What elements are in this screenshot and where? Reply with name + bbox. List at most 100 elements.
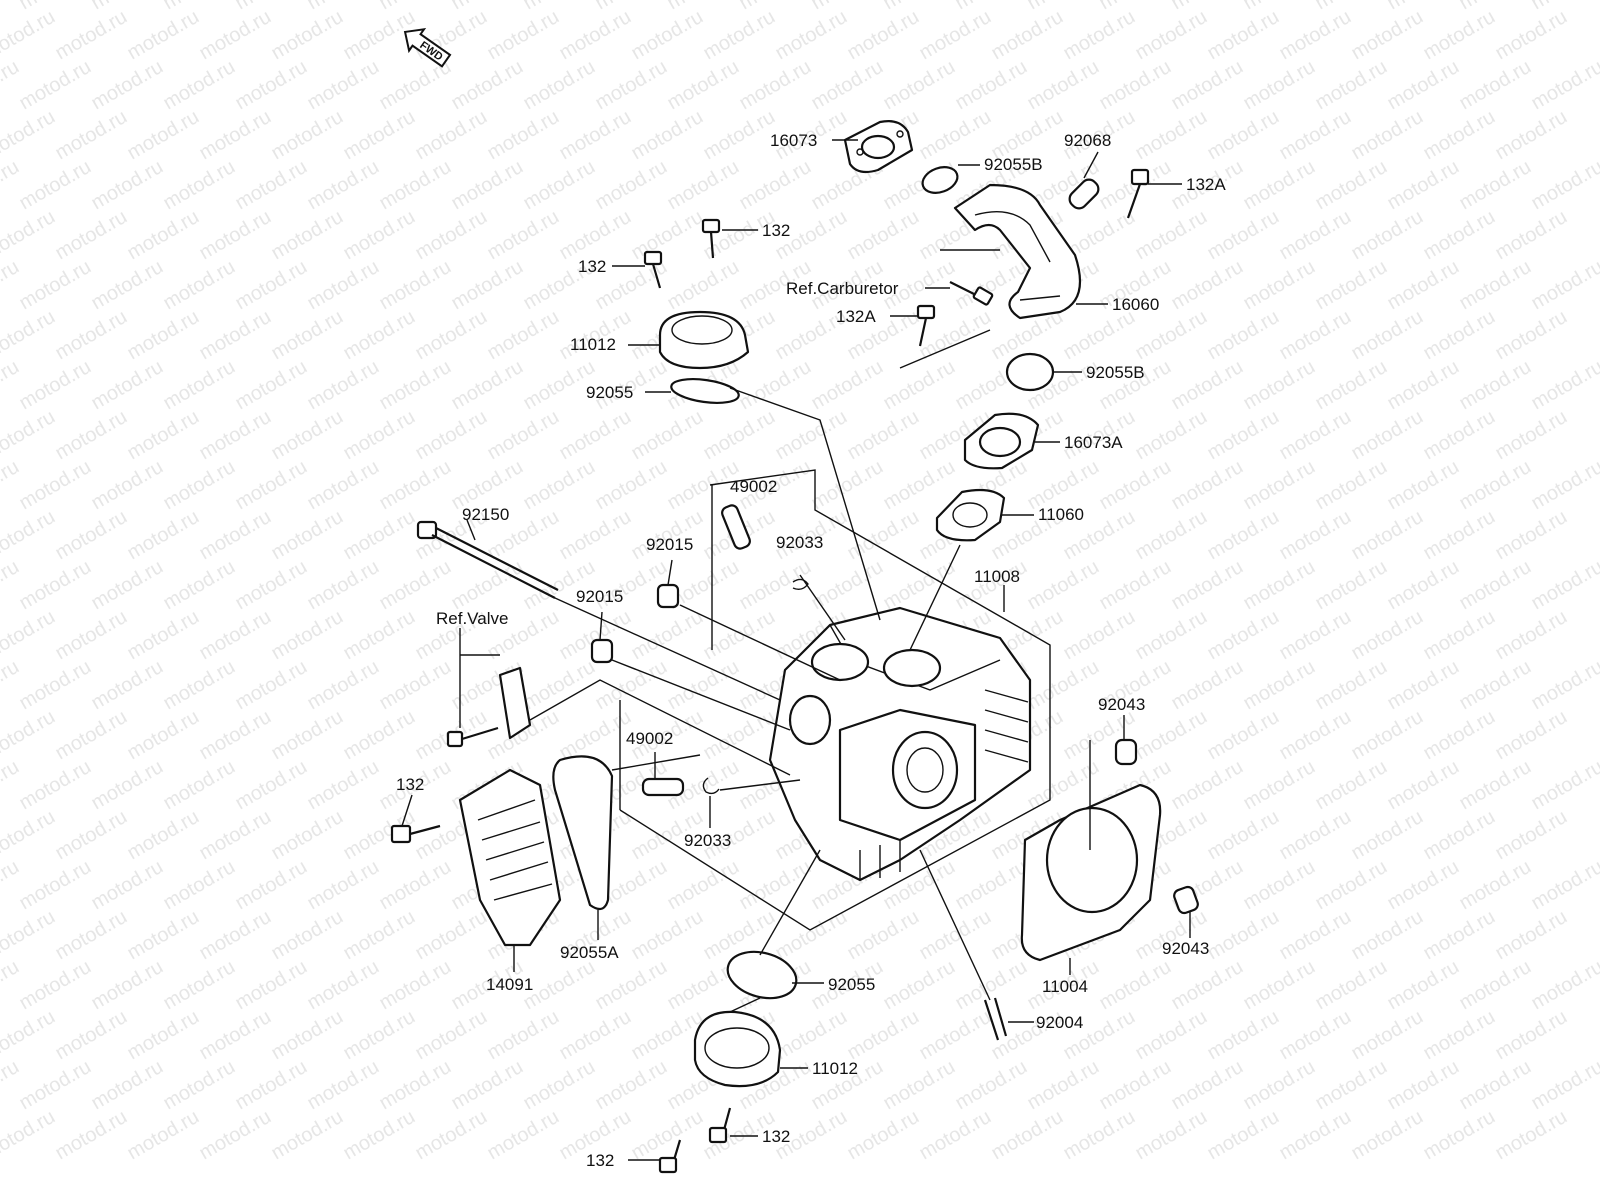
watermark-text: motod.ru — [1060, 606, 1139, 665]
callout-16060: 16060 — [1112, 295, 1159, 314]
watermark-text: motod.ru — [592, 156, 671, 215]
watermark-text: motod.ru — [448, 1056, 527, 1115]
watermark-text: motod.ru — [0, 356, 23, 415]
watermark-text: motod.ru — [1168, 956, 1247, 1015]
watermark-text: motod.ru — [268, 906, 347, 965]
watermark-text: motod.ru — [124, 106, 203, 165]
watermark-text: motod.ru — [1384, 356, 1463, 415]
watermark-text: motod.ru — [0, 856, 23, 915]
watermark-text: motod.ru — [1384, 0, 1463, 14]
watermark-text: motod.ru — [1276, 106, 1355, 165]
callout-11008: 11008 — [974, 567, 1020, 586]
watermark-text: motod.ru — [1456, 56, 1535, 115]
watermark-text: motod.ru — [1276, 606, 1355, 665]
watermark-text: motod.ru — [1240, 856, 1319, 915]
watermark-text: motod.ru — [1204, 906, 1283, 965]
watermark-text: motod.ru — [772, 6, 851, 65]
watermark-text: motod.ru — [628, 406, 707, 465]
watermark-text: motod.ru — [808, 56, 887, 115]
watermark-text: motod.ru — [0, 6, 59, 65]
watermark-text: motod.ru — [1456, 856, 1535, 915]
watermark-text: motod.ru — [1420, 506, 1499, 565]
watermark-text: motod.ru — [268, 206, 347, 265]
watermark-text: motod.ru — [160, 656, 239, 715]
watermark-text: motod.ru — [916, 6, 995, 65]
watermark-text: motod.ru — [1060, 306, 1139, 365]
watermark-text: motod.ru — [1312, 656, 1391, 715]
callout-92043-bottom: 92043 — [1162, 939, 1209, 958]
watermark-text: motod.ru — [52, 706, 131, 765]
watermark-text: motod.ru — [0, 156, 23, 215]
watermark-text: motod.ru — [988, 6, 1067, 65]
watermark-text: motod.ru — [196, 906, 275, 965]
watermark-text: motod.ru — [1312, 956, 1391, 1015]
watermark-text: motod.ru — [0, 556, 23, 615]
cylinder-head-part — [768, 606, 1032, 882]
watermark-text: motod.ru — [88, 156, 167, 215]
watermark-text: motod.ru — [1528, 756, 1600, 815]
watermark-text: motod.ru — [1492, 306, 1571, 365]
watermark-text: motod.ru — [628, 106, 707, 165]
watermark-text: motod.ru — [268, 406, 347, 465]
watermark-text: motod.ru — [1456, 456, 1535, 515]
watermark-text: motod.ru — [448, 156, 527, 215]
watermark-text: motod.ru — [1456, 1056, 1535, 1115]
watermark-text: motod.ru — [196, 106, 275, 165]
watermark-text: motod.ru — [0, 656, 23, 715]
watermark-text: motod.ru — [1204, 406, 1283, 465]
watermark-text: motod.ru — [1492, 806, 1571, 865]
watermark-text: motod.ru — [412, 206, 491, 265]
watermark-text: motod.ru — [592, 56, 671, 115]
watermark-text: motod.ru — [376, 156, 455, 215]
watermark-text: motod.ru — [1420, 806, 1499, 865]
watermark-text: motod.ru — [844, 906, 923, 965]
watermark-text: motod.ru — [88, 956, 167, 1015]
watermark-text: motod.ru — [16, 356, 95, 415]
watermark-text: motod.ru — [844, 506, 923, 565]
watermark-text: motod.ru — [1204, 1006, 1283, 1065]
watermark-text: motod.ru — [52, 406, 131, 465]
watermark-text: motod.ru — [304, 556, 383, 615]
watermark-text: motod.ru — [412, 306, 491, 365]
watermark-text: motod.ru — [232, 356, 311, 415]
watermark-text: motod.ru — [1240, 356, 1319, 415]
watermark-text: motod.ru — [1492, 1006, 1571, 1065]
watermark-text: motod.ru — [1528, 356, 1600, 415]
watermark-text: motod.ru — [1168, 356, 1247, 415]
watermark-text: motod.ru — [808, 456, 887, 515]
watermark-text: motod.ru — [0, 406, 59, 465]
watermark-text: motod.ru — [916, 106, 995, 165]
watermark-text: motod.ru — [1168, 756, 1247, 815]
watermark-text: motod.ru — [1024, 656, 1103, 715]
watermark-text: motod.ru — [124, 6, 203, 65]
watermark-text: motod.ru — [0, 306, 59, 365]
watermark-text: motod.ru — [340, 1106, 419, 1165]
watermark-text: motod.ru — [52, 206, 131, 265]
watermark-text: motod.ru — [1384, 156, 1463, 215]
watermark-text: motod.ru — [1456, 156, 1535, 215]
watermark-text: motod.ru — [448, 56, 527, 115]
watermark-text: motod.ru — [1240, 56, 1319, 115]
watermark-text: motod.ru — [1276, 506, 1355, 565]
callout-92015-b: 92015 — [576, 587, 623, 606]
watermark-text: motod.ru — [1276, 6, 1355, 65]
watermark-text: motod.ru — [124, 306, 203, 365]
watermark-text: motod.ru — [1492, 6, 1571, 65]
bolt-132-top-part — [701, 218, 721, 259]
watermark-text: motod.ru — [1204, 206, 1283, 265]
watermark-text: motod.ru — [160, 756, 239, 815]
watermark-text: motod.ru — [340, 206, 419, 265]
watermark-text: motod.ru — [340, 906, 419, 965]
watermark-text: motod.ru — [16, 256, 95, 315]
watermark-text: motod.ru — [160, 156, 239, 215]
watermark-text: motod.ru — [0, 506, 59, 565]
watermark-text: motod.ru — [448, 0, 527, 14]
watermark-text: motod.ru — [268, 606, 347, 665]
watermark-text: motod.ru — [88, 856, 167, 915]
watermark-text: motod.ru — [1204, 1106, 1283, 1165]
watermark-text: motod.ru — [0, 106, 59, 165]
watermark-text: motod.ru — [520, 156, 599, 215]
watermark-text: motod.ru — [592, 0, 671, 14]
watermark-text: motod.ru — [376, 0, 455, 14]
watermark-text: motod.ru — [700, 406, 779, 465]
